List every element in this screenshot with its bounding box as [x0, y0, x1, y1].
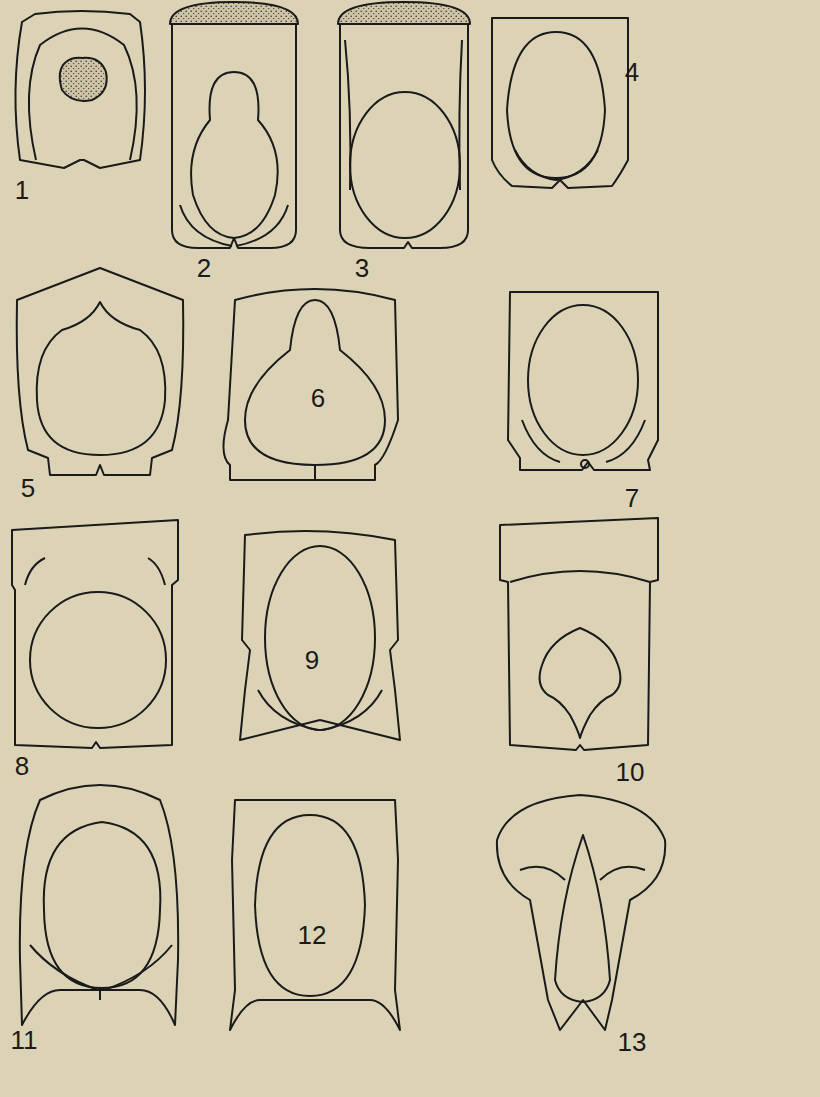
- figure-8: [12, 520, 178, 748]
- figure-number: 4: [625, 59, 639, 85]
- figure-10: [500, 518, 658, 750]
- figure-12: [230, 800, 400, 1030]
- figure-13: [497, 795, 665, 1030]
- figure-number: 3: [355, 255, 369, 281]
- figure-number: 6: [311, 385, 325, 411]
- figure-11: [20, 785, 178, 1025]
- figure-number: 12: [298, 922, 327, 948]
- figure-5: [17, 268, 184, 475]
- figure-4: [492, 18, 628, 188]
- figure-number: 5: [21, 475, 35, 501]
- figure-1: [15, 11, 145, 168]
- figure-number: 8: [15, 753, 29, 779]
- figure-3: [338, 2, 470, 248]
- figure-number: 11: [11, 1027, 38, 1053]
- figure-number: 13: [618, 1029, 647, 1055]
- figure-number: 10: [616, 759, 645, 785]
- figure-number: 2: [197, 255, 211, 281]
- figure-number: 1: [15, 177, 29, 203]
- figure-6: [223, 289, 398, 480]
- figure-number: 7: [625, 485, 639, 511]
- figure-9: [240, 531, 400, 740]
- figure-7: [508, 292, 658, 470]
- figure-number: 9: [305, 647, 319, 673]
- figure-2: [170, 2, 298, 248]
